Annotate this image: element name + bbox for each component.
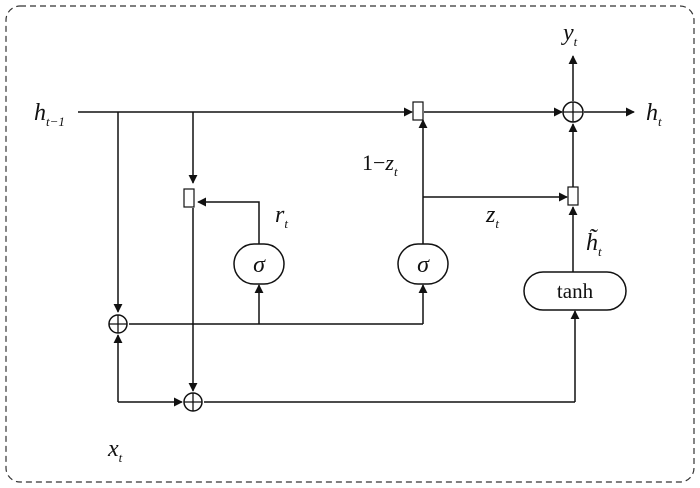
reset-sigma-gate <box>233 243 285 285</box>
xt-label: xt <box>107 436 123 465</box>
rt-line <box>197 197 260 244</box>
top-multiplier-box <box>412 101 424 121</box>
zt-label: zt <box>485 202 499 231</box>
yt-label: yt <box>561 20 578 49</box>
htilde-label: h̃t <box>586 228 602 259</box>
tanh-label: tanh <box>557 279 594 303</box>
update-sigma-gate <box>397 243 449 285</box>
output-plus-node <box>562 101 584 123</box>
tanh-block <box>523 271 627 311</box>
one-minus-zt-label: 1−zt <box>362 150 398 179</box>
reset-multiplier-box <box>183 188 195 208</box>
ht-label: ht <box>646 100 662 129</box>
hprev-label: ht−1 <box>34 100 65 129</box>
candidate-multiplier-box <box>567 186 579 206</box>
input-plus-node <box>108 314 128 334</box>
reset-sigma-label: σ <box>253 252 266 278</box>
rt-label: rt <box>275 202 288 231</box>
update-sigma-label: σ <box>417 252 430 278</box>
cell-border <box>5 5 695 483</box>
candidate-plus-node <box>183 392 203 412</box>
